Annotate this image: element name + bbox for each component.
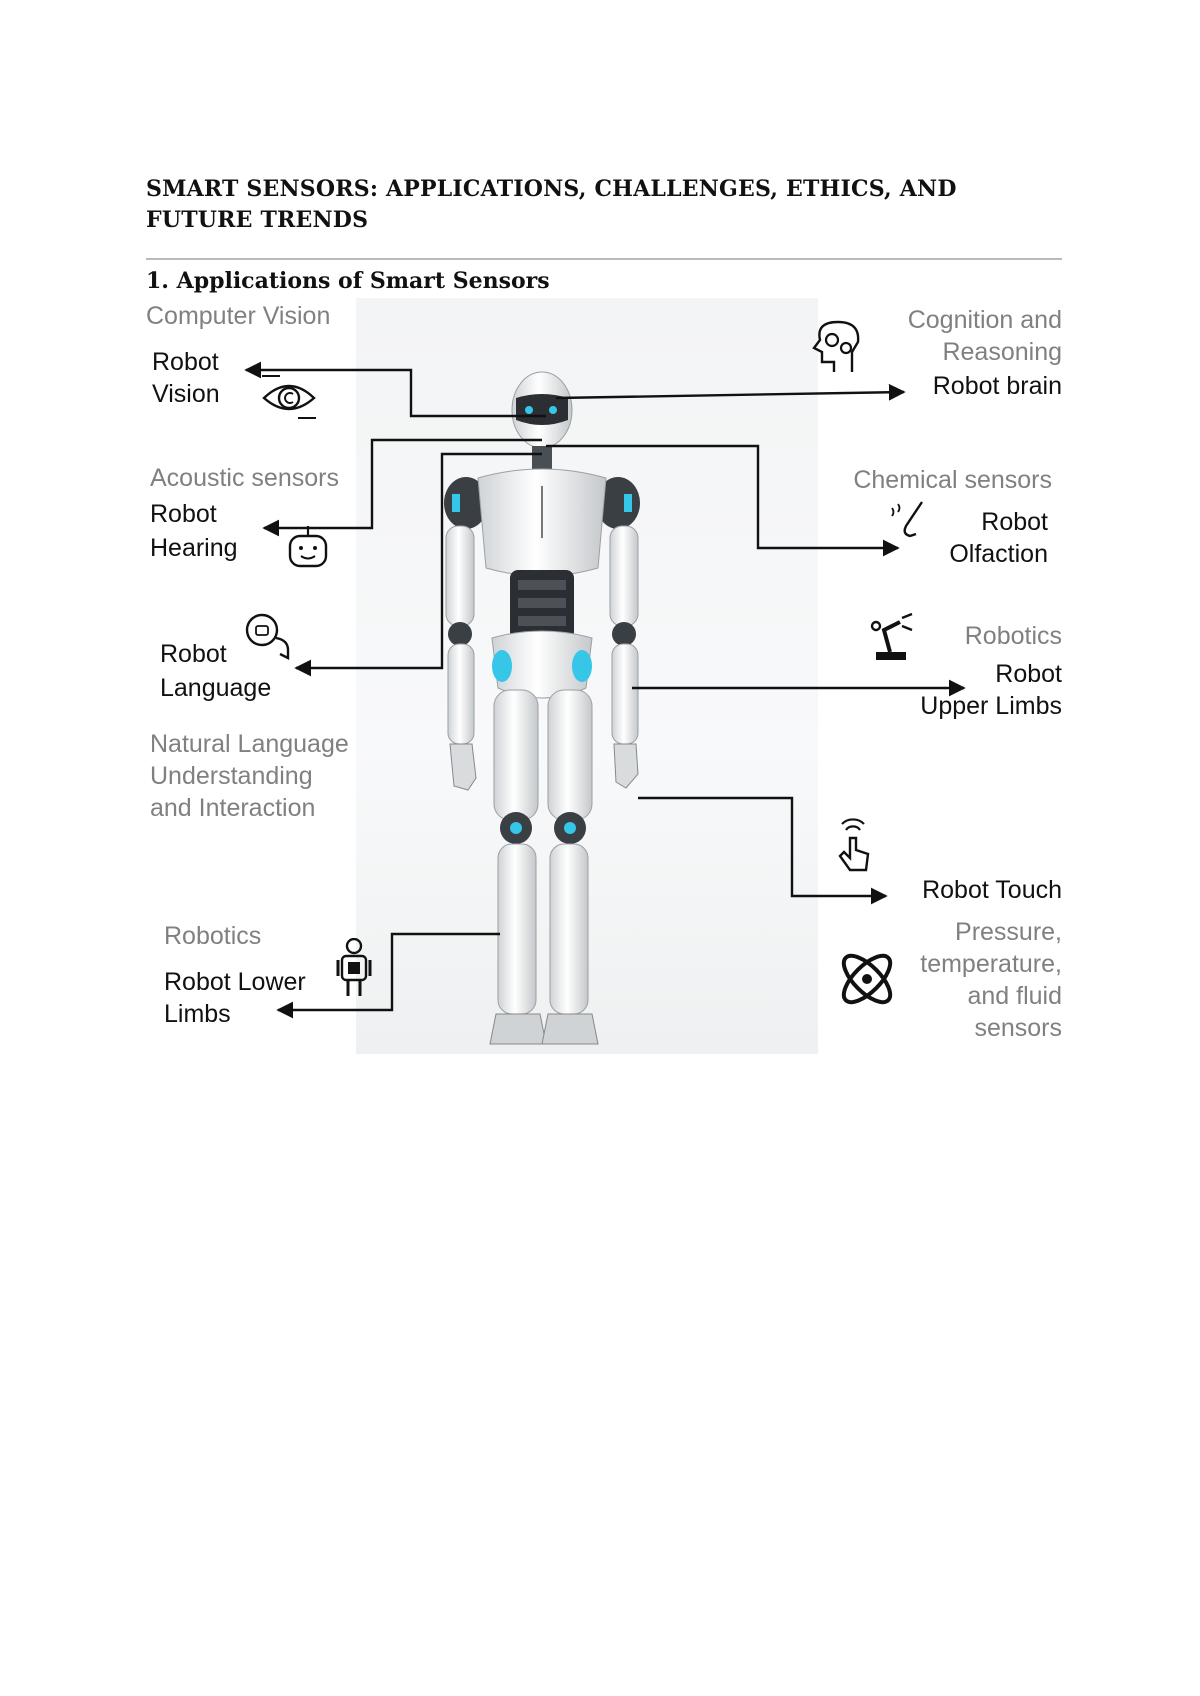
lower-limbs-label-line1: Robot Lower bbox=[164, 968, 306, 996]
vision-label-line2: Vision bbox=[152, 380, 220, 408]
language-label-line2: Language bbox=[160, 674, 272, 702]
robot-arm-icon bbox=[870, 612, 913, 660]
atom-icon bbox=[841, 953, 893, 1005]
robot-sensor-figure: Computer Vision Robot Vision Cognition a… bbox=[146, 298, 1062, 1054]
eye-icon bbox=[262, 375, 316, 419]
lower-limbs-category: Robotics bbox=[164, 922, 262, 950]
title-line-1: SMART SENSORS: APPLICATIONS, CHALLENGES,… bbox=[146, 176, 957, 202]
olfaction-label-line2: Olfaction bbox=[949, 540, 1048, 568]
vision-category: Computer Vision bbox=[146, 302, 331, 330]
brain-label: Robot brain bbox=[932, 372, 1062, 400]
brain-category-line2: Reasoning bbox=[942, 338, 1062, 366]
connector-lines bbox=[244, 361, 966, 1019]
touch-label: Robot Touch bbox=[922, 876, 1062, 904]
upper-limbs-category: Robotics bbox=[964, 622, 1062, 650]
title-line-2: FUTURE TRENDS bbox=[146, 207, 369, 233]
olfaction-label-line1: Robot bbox=[981, 508, 1048, 536]
vision-label-line1: Robot bbox=[152, 348, 219, 376]
olfaction-connector bbox=[546, 444, 900, 557]
section-heading: 1. Applications of Smart Sensors bbox=[146, 268, 550, 294]
hearing-connector bbox=[262, 438, 542, 537]
upper-limbs-label-line1: Robot bbox=[995, 660, 1062, 688]
touch-category-line3: and fluid bbox=[967, 982, 1062, 1010]
touch-category-line4: sensors bbox=[974, 1014, 1062, 1042]
language-connector bbox=[294, 452, 542, 677]
lower-limbs-label-line2: Limbs bbox=[164, 1000, 231, 1028]
olfaction-category: Chemical sensors bbox=[853, 466, 1052, 494]
robot-face-icon bbox=[288, 526, 328, 568]
hearing-category: Acoustic sensors bbox=[150, 464, 339, 492]
hearing-label-line1: Robot bbox=[150, 500, 217, 528]
nose-icon bbox=[891, 501, 923, 538]
vision-connector bbox=[244, 361, 546, 418]
language-category-line1: Natural Language bbox=[150, 730, 349, 758]
language-category-line3: and Interaction bbox=[150, 794, 316, 822]
brain-connector bbox=[555, 383, 906, 401]
hearing-label-line2: Hearing bbox=[150, 534, 238, 562]
touch-category-line1: Pressure, bbox=[955, 918, 1062, 946]
lower-limbs-connector bbox=[276, 932, 500, 1019]
horizontal-divider bbox=[146, 258, 1062, 260]
walking-robot-icon bbox=[336, 938, 372, 996]
document-title: SMART SENSORS: APPLICATIONS, CHALLENGES,… bbox=[146, 174, 1006, 236]
language-category-line2: Understanding bbox=[150, 762, 313, 790]
upper-limbs-label-line2: Upper Limbs bbox=[920, 692, 1062, 720]
touch-connector bbox=[638, 796, 888, 905]
language-label-line1: Robot bbox=[160, 640, 227, 668]
touch-category-line2: temperature, bbox=[920, 950, 1062, 978]
touch-hand-icon bbox=[838, 818, 870, 872]
chat-bubbles-icon bbox=[245, 613, 290, 660]
humanoid-robot-image bbox=[444, 371, 640, 1045]
brain-category-line1: Cognition and bbox=[907, 306, 1062, 334]
gears-head-icon bbox=[812, 320, 860, 372]
